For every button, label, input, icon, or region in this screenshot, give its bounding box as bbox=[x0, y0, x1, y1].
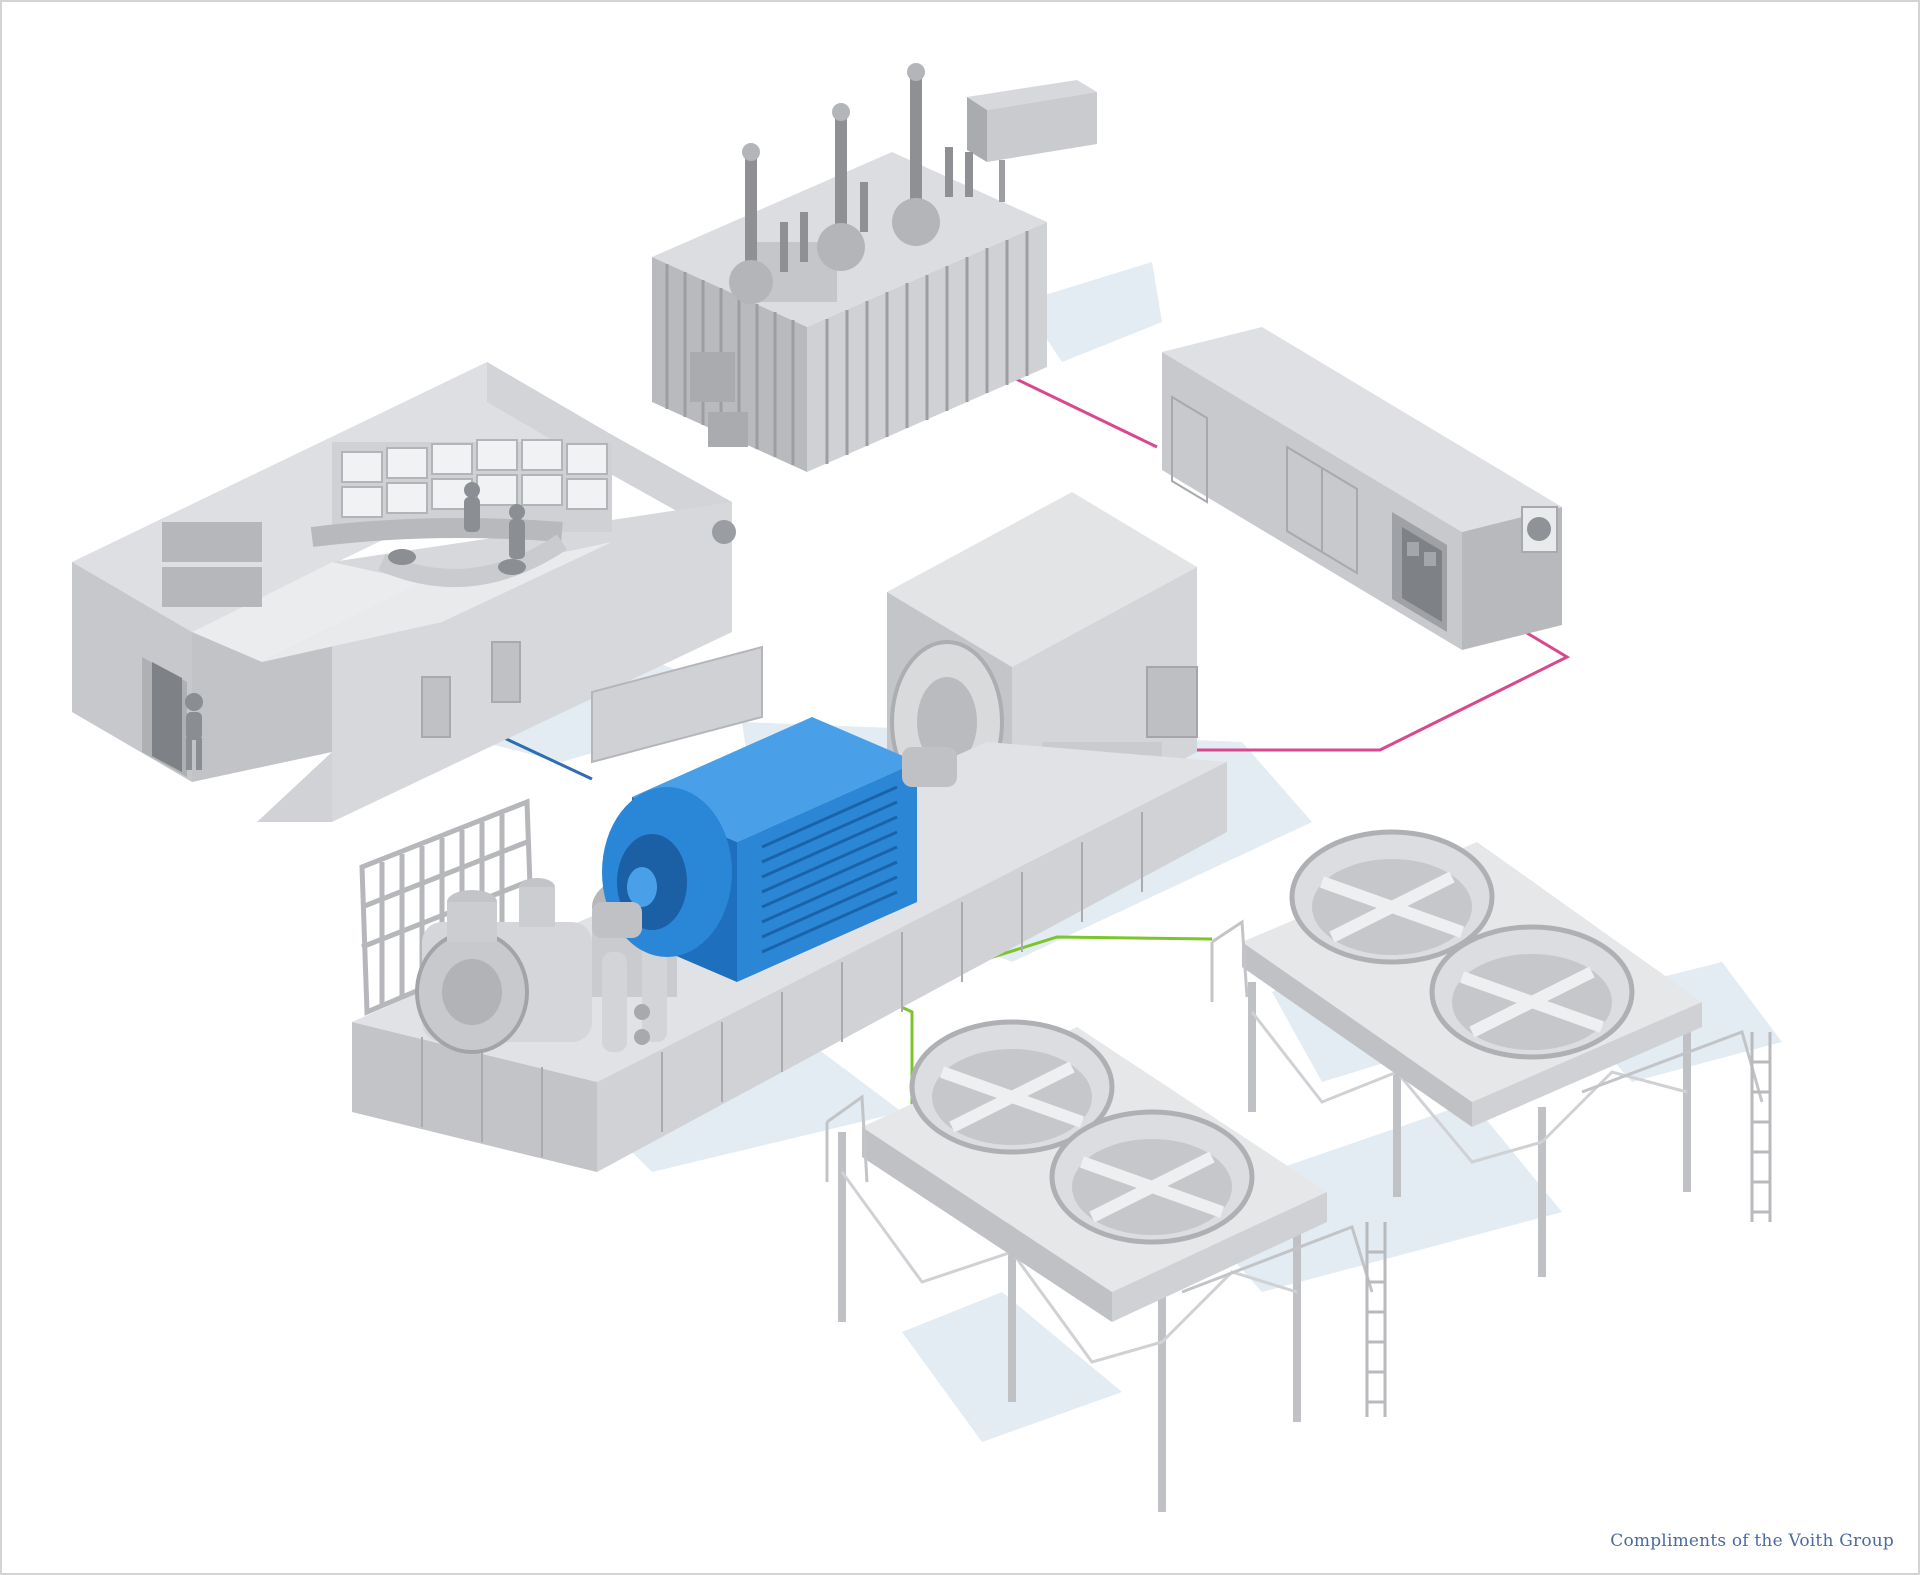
cooling-unit-left bbox=[825, 1019, 1387, 1512]
shaft-couplings bbox=[592, 747, 957, 938]
pink-link-transformer-container bbox=[1011, 375, 1158, 449]
worker-figure bbox=[185, 693, 203, 770]
ladder-left bbox=[1365, 1222, 1387, 1417]
control-room-building bbox=[72, 362, 736, 822]
transformer bbox=[652, 63, 1097, 472]
blue-link-building-machine bbox=[501, 735, 593, 781]
ladder-right bbox=[1750, 1032, 1772, 1222]
cooling-unit-right bbox=[1210, 829, 1772, 1277]
electrical-container bbox=[1162, 327, 1562, 650]
blue-driver-machine bbox=[591, 645, 917, 982]
credit-caption: Compliments of the Voith Group bbox=[1610, 1531, 1894, 1551]
compressor-casing bbox=[415, 878, 677, 1054]
pink-link-container-motor bbox=[1197, 625, 1571, 752]
